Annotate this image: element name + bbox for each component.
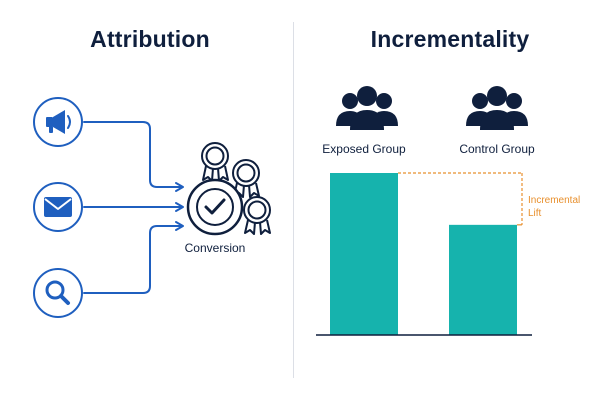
incremental-lift-label: Incremental Lift: [528, 194, 598, 220]
megaphone-icon: [46, 110, 71, 134]
arrowhead: [175, 202, 184, 212]
arrowhead: [175, 221, 184, 231]
megaphone-channel-icon: [33, 97, 83, 147]
email-icon: [44, 197, 72, 217]
incremental-lift-line2: Lift: [528, 208, 542, 219]
conversion-label: Conversion: [184, 241, 246, 255]
control-group-label: Control Group: [459, 142, 535, 156]
incrementality-title: Incrementality: [370, 26, 530, 52]
arrowhead: [175, 182, 184, 192]
conversion-badges-icon: [186, 142, 271, 236]
incremental-lift-line1: Incremental: [528, 195, 581, 206]
bar-control-group: [449, 224, 517, 335]
search-channel-icon: [33, 268, 83, 318]
search-icon: [45, 280, 70, 305]
exposed-group-label: Exposed Group: [322, 142, 406, 156]
panel-divider: [293, 22, 294, 378]
incremental-lift-bracket: [398, 172, 523, 225]
connector-line: [83, 121, 183, 188]
bar-exposed-group: [330, 173, 398, 335]
connector-line: [83, 225, 183, 294]
email-channel-icon: [33, 182, 83, 232]
attribution-title: Attribution: [90, 26, 210, 52]
exposed-group-people-icon: [336, 86, 398, 130]
control-group-people-icon: [466, 86, 528, 130]
